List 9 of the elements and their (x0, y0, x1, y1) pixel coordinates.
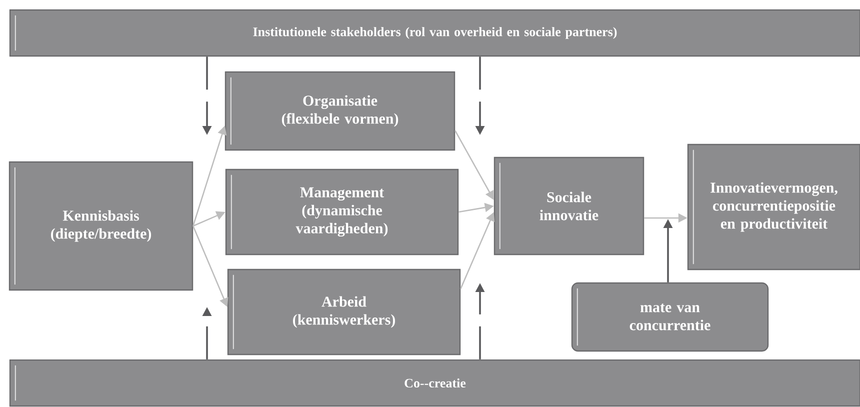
band: Institutionele stakeholders (rol van overheid en sociale partners) (9, 9, 860, 57)
process-box: Arbeid (kenniswerkers) (227, 268, 461, 356)
process-box: Management (dynamische vaardigheden) (225, 168, 459, 256)
process-box: Innovatievermogen, concurrentiepositie en productiviteit (687, 144, 860, 270)
process-box: Sociale innovatie (494, 156, 644, 256)
band: Co--creatie (9, 359, 860, 407)
process-box: Kennisbasis (diepte/breedte) (8, 161, 194, 291)
rounded-box: mate van concurrentie (571, 282, 769, 352)
process-box: Organisatie (flexibele vormen) (224, 71, 456, 151)
